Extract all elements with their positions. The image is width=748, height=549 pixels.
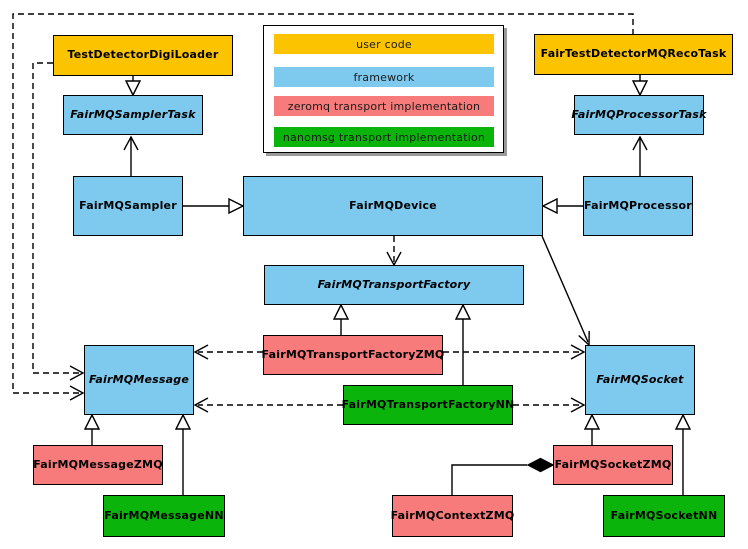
legend: user code framework zeromq transport imp… [263,25,504,153]
node-testdetectordigiloader: TestDetectorDigiLoader [53,35,233,76]
class-name: FairMQSampler [79,198,177,212]
node-fairmqsocket: FairMQSocket [585,345,695,415]
edge-digiloader-message [32,62,85,381]
edge-recotask-processortask [631,75,649,97]
node-fairmqdevice: FairMQDevice [243,176,543,236]
class-name: FairMQTransportFactoryZMQ [261,347,445,361]
class-name: FairMQMessageNN [104,508,224,522]
node-fairmqcontextzmq: FairMQContextZMQ [390,495,515,537]
class-name: FairMQTransportFactory [317,277,471,291]
class-name: FairMQSamplerTask [70,107,196,121]
node-fairmqmessagezmq: FairMQMessageZMQ [33,445,163,485]
edge-socketnn-socket [674,413,692,495]
edge-factoryzmq-message [193,344,263,360]
edge-device-socket [541,235,590,347]
edge-contextzmq-socketzmq [451,457,555,495]
node-fairmqtransportfactoryzmq: FairMQTransportFactoryZMQ [261,335,445,375]
class-name: FairMQTransportFactoryNN [341,397,515,411]
node-fairmqprocessor: FairMQProcessor [583,176,693,236]
edge-device-transportfactory [386,236,402,267]
node-fairmqsocketnn: FairMQSocketNN [603,495,725,537]
composition-diamond-icon [526,457,555,473]
class-name: FairMQProcessorTask [571,107,707,121]
edge-processor-device [541,197,583,215]
legend-item-zeromq: zeromq transport implementation [274,96,494,116]
legend-label: framework [353,70,415,84]
class-name: FairMQSocketNN [610,508,718,522]
edge-sampler-device [183,197,245,215]
class-name: FairMQMessage [88,372,190,386]
legend-label: user code [356,37,412,51]
class-name: TestDetectorDigiLoader [67,48,219,62]
class-name: FairMQSocketZMQ [554,457,672,471]
edge-recotask-message [12,13,634,401]
node-fairmqmessage: FairMQMessage [84,345,194,415]
edge-processor-processortask [632,135,648,176]
edge-messagezmq-message [83,413,101,445]
node-fairtestdetectormqrecotask: FairTestDetectorMQRecoTask [534,34,733,75]
class-name: FairMQProcessor [584,198,692,212]
edge-factoryzmq-transportfactory [332,303,350,335]
node-fairmqtransportfactorynn: FairMQTransportFactoryNN [341,385,515,425]
legend-item-framework: framework [274,67,494,87]
node-fairmqtransportfactory: FairMQTransportFactory [264,265,524,305]
node-fairmqsocketzmq: FairMQSocketZMQ [553,445,673,485]
edge-factoryzmq-socket [443,344,586,360]
legend-item-nanomsg: nanomsg transport implementation [274,127,494,147]
class-name: FairTestDetectorMQRecoTask [540,47,727,61]
node-fairmqprocessortask: FairMQProcessorTask [571,95,707,135]
legend-item-user-code: user code [274,34,494,54]
edge-factorynn-socket [513,397,586,413]
edge-socketzmq-socket [583,413,601,445]
node-fairmqsamplertask: FairMQSamplerTask [63,95,203,135]
node-fairmqsampler: FairMQSampler [73,176,183,236]
edge-factorynn-transportfactory [454,303,472,385]
class-name: FairMQMessageZMQ [33,457,163,471]
node-fairmqmessagenn: FairMQMessageNN [103,495,225,537]
legend-label: zeromq transport implementation [287,99,481,113]
edge-factorynn-message [193,397,343,413]
class-name: FairMQSocket [596,372,684,386]
legend-label: nanomsg transport implementation [282,130,486,144]
edge-messagenn-message [174,413,192,495]
class-name: FairMQDevice [349,198,437,212]
class-name: FairMQContextZMQ [390,508,515,522]
edge-digiloader-samplertask [124,76,142,97]
edge-sampler-samplertask [123,135,139,176]
